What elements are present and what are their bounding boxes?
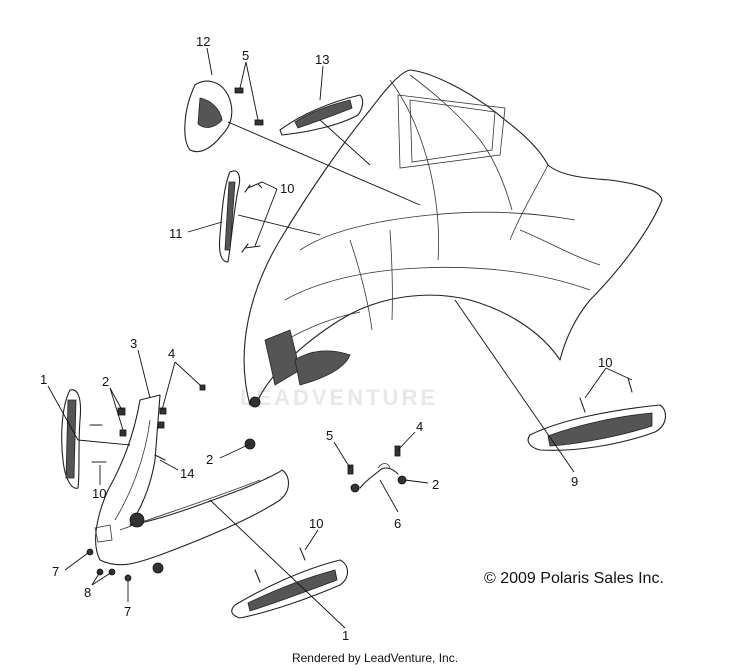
part-3-bumper <box>94 394 290 574</box>
label-14: 14 <box>180 466 194 481</box>
label-5-top: 5 <box>242 48 249 63</box>
label-11: 11 <box>169 226 183 241</box>
label-1-left: 1 <box>40 372 47 387</box>
leader-lines <box>47 47 633 629</box>
label-2-mid: 2 <box>206 452 213 467</box>
rendered-by-footer: Rendered by LeadVenture, Inc. <box>291 651 459 665</box>
label-12: 12 <box>196 34 210 49</box>
part-9-right-grille <box>527 404 666 451</box>
watermark: LEADVENTURE <box>240 385 438 410</box>
label-1-bottom: 1 <box>342 628 349 643</box>
label-7-left: 7 <box>52 564 59 579</box>
label-5-right: 5 <box>326 428 333 443</box>
label-7-bottom: 7 <box>124 604 131 619</box>
hood-assembly <box>243 69 663 408</box>
label-8: 8 <box>84 585 91 600</box>
copyright-notice: © 2009 Polaris Sales Inc. <box>484 570 664 587</box>
label-2-left: 2 <box>102 374 109 389</box>
callout-labels: 12 5 13 10 11 3 4 1 2 2 14 10 5 4 2 6 10… <box>40 34 612 643</box>
label-10-bottom: 10 <box>309 516 323 531</box>
label-10-left: 10 <box>92 486 106 501</box>
part-6-cable <box>359 463 399 489</box>
label-4-left: 4 <box>168 346 175 361</box>
label-10-right: 10 <box>598 355 612 370</box>
label-2-right: 2 <box>432 477 439 492</box>
label-6: 6 <box>394 516 401 531</box>
part-12-side-trim <box>184 80 233 153</box>
fasteners <box>86 87 633 583</box>
part-11-side-strip <box>218 170 241 263</box>
label-13: 13 <box>315 52 329 67</box>
part-13-vent <box>279 94 364 136</box>
part-1-left-strip <box>61 389 82 489</box>
label-10-upper: 10 <box>280 181 294 196</box>
part-1-bottom-grille <box>231 559 349 619</box>
label-4-right: 4 <box>416 419 423 434</box>
label-9: 9 <box>571 474 578 489</box>
label-3: 3 <box>130 336 137 351</box>
